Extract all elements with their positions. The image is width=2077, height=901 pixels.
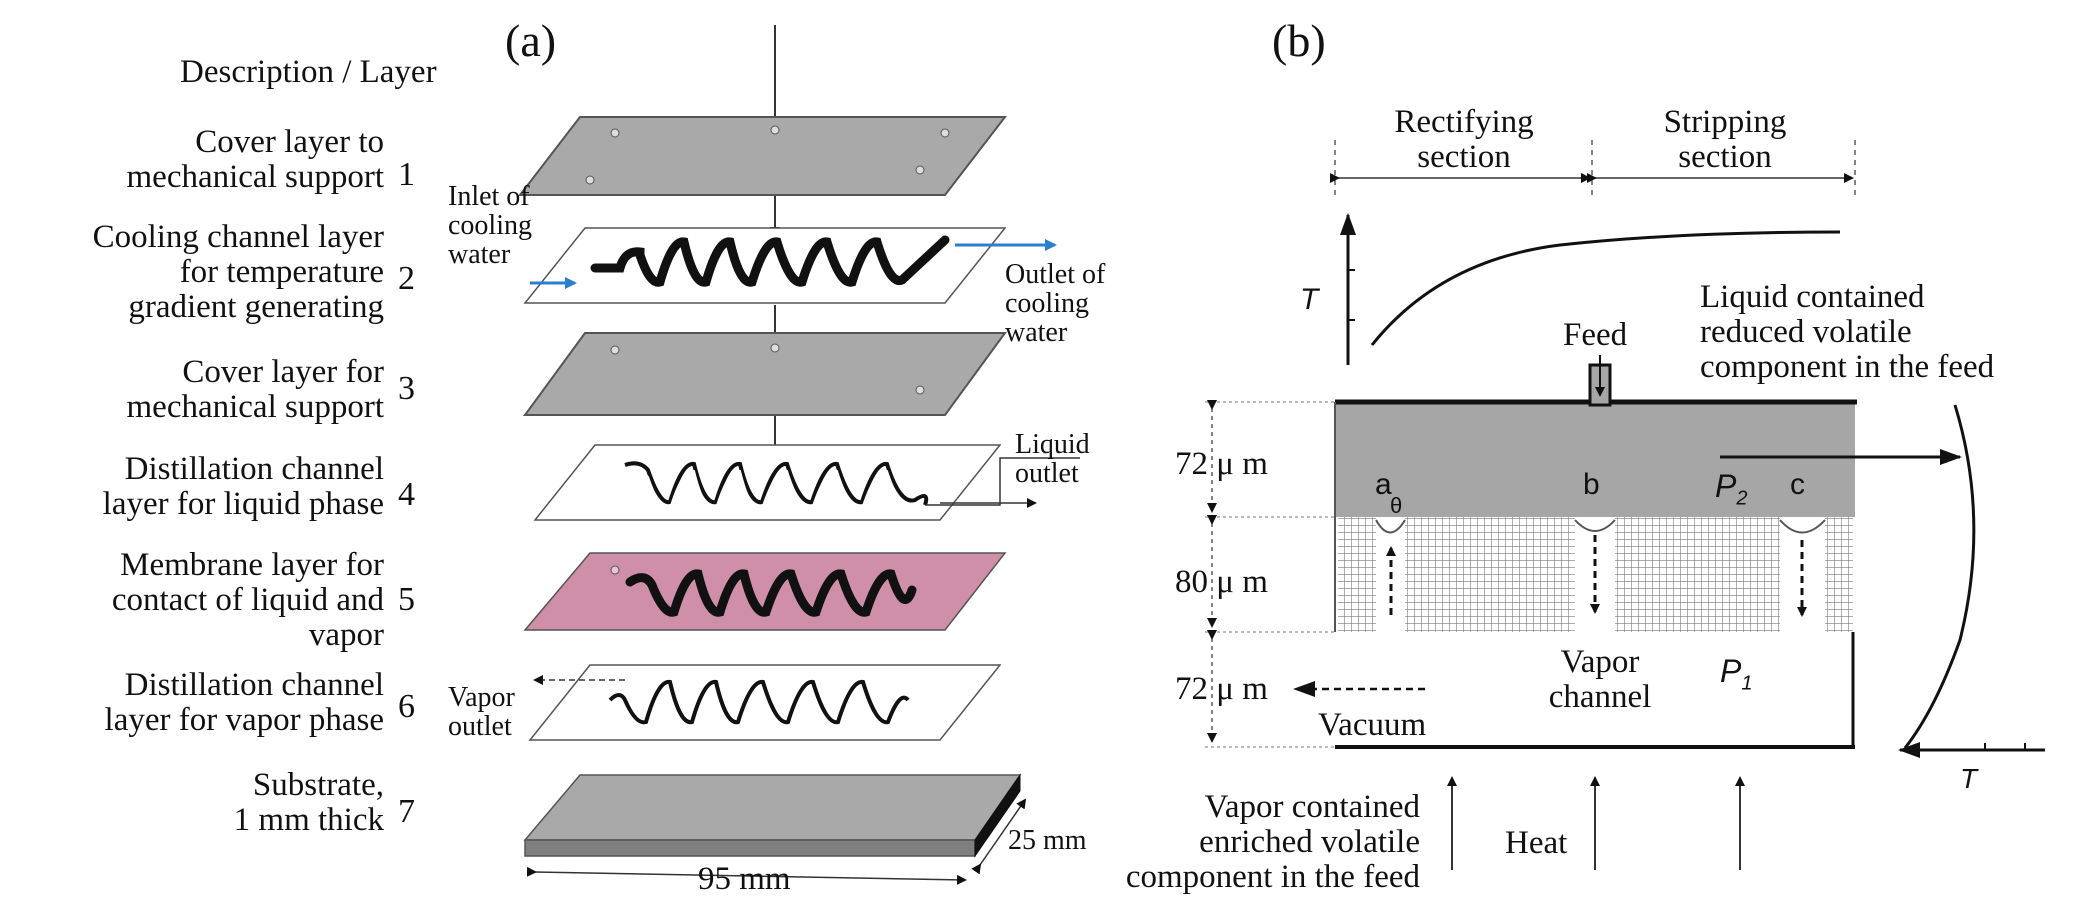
- membrane-channel: [625, 569, 917, 617]
- membrane-cross-section: [1205, 140, 2045, 870]
- vacuum-label: Vacuum: [1318, 707, 1427, 743]
- cooling-channel: [590, 235, 950, 287]
- pressure-p2-label: P2: [1715, 468, 1748, 510]
- plate-hole: [610, 565, 620, 575]
- point-a-label: a: [1375, 468, 1392, 501]
- plate-hole: [585, 175, 595, 185]
- layer-5-number: 5: [398, 581, 415, 618]
- membrane-block: [1825, 517, 1853, 632]
- plate-hole: [770, 125, 780, 135]
- layer-4-number: 4: [398, 476, 415, 513]
- plate-hole: [610, 345, 620, 355]
- layer-2-number: 2: [398, 260, 415, 297]
- dim-label-3: 72 μ m: [1175, 671, 1268, 707]
- t-axis-label: T: [1300, 283, 1319, 316]
- plate-hole: [940, 128, 950, 138]
- membrane-block: [1615, 517, 1780, 632]
- layer-6-number: 6: [398, 688, 415, 725]
- feed-label: Feed: [1563, 317, 1628, 353]
- membrane-block: [1338, 517, 1376, 632]
- dim-label-1: 72 μ m: [1175, 446, 1268, 482]
- layer-1-plate: [517, 116, 1008, 196]
- layer-7-description: Substrate,1 mm thick: [233, 767, 384, 838]
- temperature-curve-right: [1903, 404, 1976, 749]
- depth-dimension-label: 25 mm: [1008, 825, 1087, 856]
- plate-hole: [915, 165, 925, 175]
- point-b-label: b: [1583, 468, 1600, 501]
- temperature-curve-top: [1370, 230, 1841, 346]
- layer-1-number: 1: [398, 156, 415, 193]
- layer-6-plate: [528, 664, 1002, 741]
- depth-dimension-line: [971, 798, 1027, 875]
- point-c-label: c: [1790, 468, 1805, 501]
- membrane-block: [1405, 517, 1575, 632]
- layer-3-number: 3: [398, 370, 415, 407]
- panel-a-label: (a): [505, 15, 557, 66]
- liquid-outlet-arrow: [925, 457, 1080, 506]
- plate-hole: [770, 343, 780, 353]
- pore-meniscus-c: [1779, 519, 1826, 534]
- liquid-channel: [624, 461, 929, 506]
- layer-5-membrane: [523, 552, 1007, 631]
- liquid-channel-region: [1335, 402, 1855, 517]
- plate-hole: [610, 128, 620, 138]
- heat-label: Heat: [1505, 825, 1568, 861]
- description-header: Description / Layer: [180, 54, 437, 90]
- panel-b-label: (b): [1272, 15, 1326, 66]
- substrate-front: [524, 839, 976, 857]
- pore-meniscus-a: [1375, 519, 1406, 534]
- layer-2-plate: [523, 227, 1007, 304]
- t-axis-label-2: T: [1960, 763, 1978, 794]
- exploded-stack: [517, 25, 1080, 885]
- vapor-channel-path: [608, 680, 910, 725]
- width-dimension-label: 95 mm: [698, 861, 791, 897]
- pore-meniscus-b: [1574, 519, 1616, 532]
- layer-7-number: 7: [398, 793, 415, 830]
- width-dimension-line: [526, 866, 967, 885]
- substrate-top: [523, 774, 1022, 841]
- layer-3-plate: [523, 332, 1007, 416]
- plate-hole: [915, 385, 925, 395]
- pressure-p1-label: P1: [1720, 653, 1753, 695]
- dim-label-2: 80 μ m: [1175, 564, 1268, 600]
- theta-label: θ: [1390, 493, 1403, 518]
- liquid-channel-inner: [624, 469, 916, 511]
